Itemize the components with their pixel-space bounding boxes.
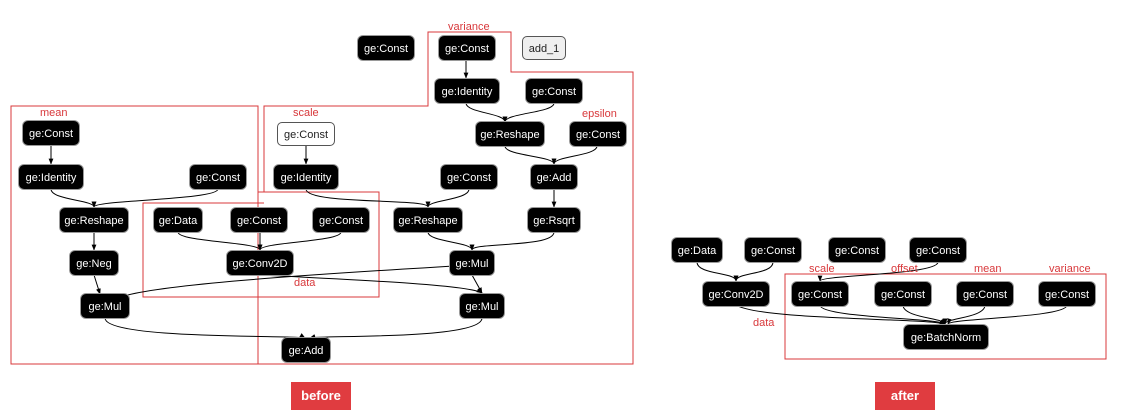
data-node[interactable]: ge:Data (154, 208, 202, 232)
edge (93, 274, 101, 295)
const-node[interactable]: ge:Const (570, 122, 626, 146)
edge (817, 261, 939, 282)
offset-label: offset (891, 263, 918, 275)
epsilon-label: epsilon (582, 108, 617, 120)
mean-label: mean (974, 263, 1002, 275)
edge (427, 231, 475, 251)
reshape-node[interactable]: ge:Reshape (394, 208, 462, 232)
edge (305, 188, 431, 208)
const-node[interactable]: ge:Const (231, 208, 287, 232)
variance-label: variance (448, 21, 490, 33)
edge (91, 188, 219, 208)
const-node[interactable]: ge:Const (190, 165, 246, 189)
edge (696, 261, 739, 282)
edge (733, 261, 774, 282)
after-button[interactable]: after (875, 382, 935, 410)
variance-label: variance (1049, 263, 1091, 275)
data-label: data (753, 317, 775, 329)
edge (257, 231, 342, 251)
edge (551, 145, 598, 165)
neg-node[interactable]: ge:Neg (70, 251, 118, 275)
identity-node[interactable]: ge:Identity (274, 165, 338, 189)
edge (942, 304, 986, 325)
const-node[interactable]: ge:Const (875, 282, 931, 306)
edge (947, 304, 1068, 325)
add-node[interactable]: ge:Add (531, 165, 577, 189)
conv2d-node[interactable]: ge:Conv2D (703, 282, 769, 306)
identity-node[interactable]: ge:Identity (19, 165, 83, 189)
identity-node[interactable]: ge:Identity (435, 79, 499, 103)
mul-node[interactable]: ge:Mul (81, 294, 129, 318)
const-node[interactable]: ge:Const (526, 79, 582, 103)
edge (502, 102, 555, 123)
edge (259, 274, 483, 294)
const-node[interactable]: ge:Const (358, 36, 414, 60)
scale-label: scale (293, 107, 319, 119)
after-region (784, 273, 1107, 360)
const-node[interactable]: ge:Const (957, 282, 1013, 306)
const-node[interactable]: ge:Const (1039, 282, 1095, 306)
edge (104, 317, 306, 339)
edge (309, 317, 483, 339)
const-node[interactable]: ge:Const (277, 122, 335, 146)
const-node[interactable]: ge:Const (829, 238, 885, 262)
const-node[interactable]: ge:Const (792, 282, 848, 306)
reshape-node[interactable]: ge:Reshape (60, 208, 128, 232)
outer-region (258, 31, 634, 365)
const-node[interactable]: ge:Const (910, 238, 966, 262)
rsqrt-node[interactable]: ge:Rsqrt (528, 208, 580, 232)
conv2d-node[interactable]: ge:Conv2D (227, 251, 293, 275)
edge (471, 274, 483, 294)
edge (425, 188, 470, 208)
reshape-node[interactable]: ge:Reshape (476, 122, 544, 146)
before-button[interactable]: before (291, 382, 351, 410)
edge (469, 231, 555, 251)
mul-node[interactable]: ge:Mul (460, 294, 504, 318)
add-node[interactable]: ge:Add (282, 338, 330, 362)
const-node[interactable]: ge:Const (23, 121, 79, 145)
edge (465, 102, 508, 123)
edge (504, 145, 557, 165)
edge (819, 304, 946, 325)
mul-node[interactable]: ge:Mul (450, 251, 494, 275)
edge (117, 264, 473, 299)
mean-label: mean (40, 107, 68, 119)
batchnorm-node[interactable]: ge:BatchNorm (904, 325, 988, 349)
scale-label: scale (809, 263, 835, 275)
const-node[interactable]: ge:Const (745, 238, 801, 262)
mean-region (10, 105, 259, 365)
edge (177, 231, 263, 251)
const-node[interactable]: ge:Const (439, 36, 495, 60)
const-node[interactable]: ge:Const (313, 208, 369, 232)
data-node[interactable]: ge:Data (672, 238, 722, 262)
outer-region-scale (142, 191, 380, 298)
data-label: data (294, 277, 316, 289)
edge (735, 304, 946, 326)
const-node[interactable]: ge:Const (441, 165, 497, 189)
add-1-node[interactable]: add_1 (522, 36, 566, 60)
edge (50, 188, 97, 208)
